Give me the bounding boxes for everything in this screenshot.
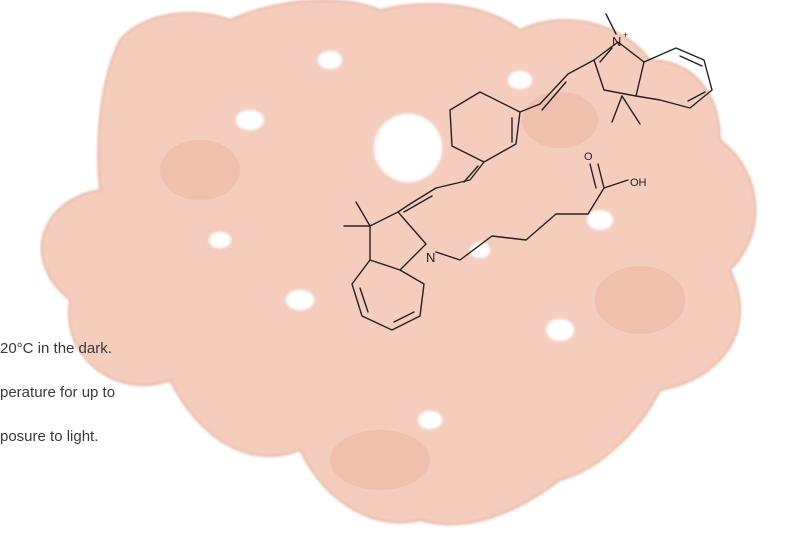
atom-hydroxyl: OH — [630, 177, 647, 189]
bond — [679, 55, 703, 67]
bond — [589, 163, 597, 189]
blob-hole-small — [546, 319, 574, 341]
atom-n-plus: N — [612, 34, 621, 49]
bond — [605, 13, 617, 35]
bond — [403, 195, 433, 213]
bond — [435, 161, 485, 189]
atom-labels: N + N O OH — [426, 30, 647, 265]
bond — [593, 41, 645, 97]
bond — [355, 201, 371, 227]
bond — [393, 311, 415, 323]
atom-n-plus-charge: + — [623, 30, 628, 40]
bond — [611, 95, 623, 123]
bond — [599, 47, 613, 63]
bond — [603, 179, 629, 189]
blob-hole-small — [418, 411, 442, 429]
blob-hole-small — [286, 290, 314, 310]
bond — [687, 91, 706, 102]
blob-hole-small — [470, 242, 490, 258]
blob-shape — [41, 0, 757, 526]
blob-hole-small — [209, 232, 231, 248]
note-line-temperature: perature for up to — [0, 384, 116, 401]
bond — [359, 287, 369, 313]
bond — [449, 91, 521, 163]
bond — [635, 47, 713, 109]
bond — [541, 81, 567, 111]
blob-center-hole — [374, 114, 442, 182]
blob-hole-small — [508, 71, 532, 89]
blob-hole-small — [236, 110, 264, 130]
bond — [369, 211, 427, 271]
bond — [621, 95, 641, 125]
bond — [597, 163, 605, 189]
molecule-bonds — [343, 13, 713, 331]
blob-hole-small — [318, 51, 342, 69]
atom-carbonyl-o: O — [584, 151, 593, 163]
blob-outline — [41, 0, 757, 526]
bond — [463, 165, 479, 183]
bond — [397, 187, 437, 213]
bond — [519, 59, 595, 113]
atom-n-neutral: N — [426, 250, 435, 265]
blob-shading — [160, 92, 685, 490]
note-line-light-exposure: posure to light. — [0, 428, 99, 445]
blob-hole-small — [587, 210, 613, 230]
bond — [435, 187, 605, 261]
bond — [351, 259, 425, 331]
note-line-storage-dark: 20°C in the dark. — [0, 340, 112, 357]
